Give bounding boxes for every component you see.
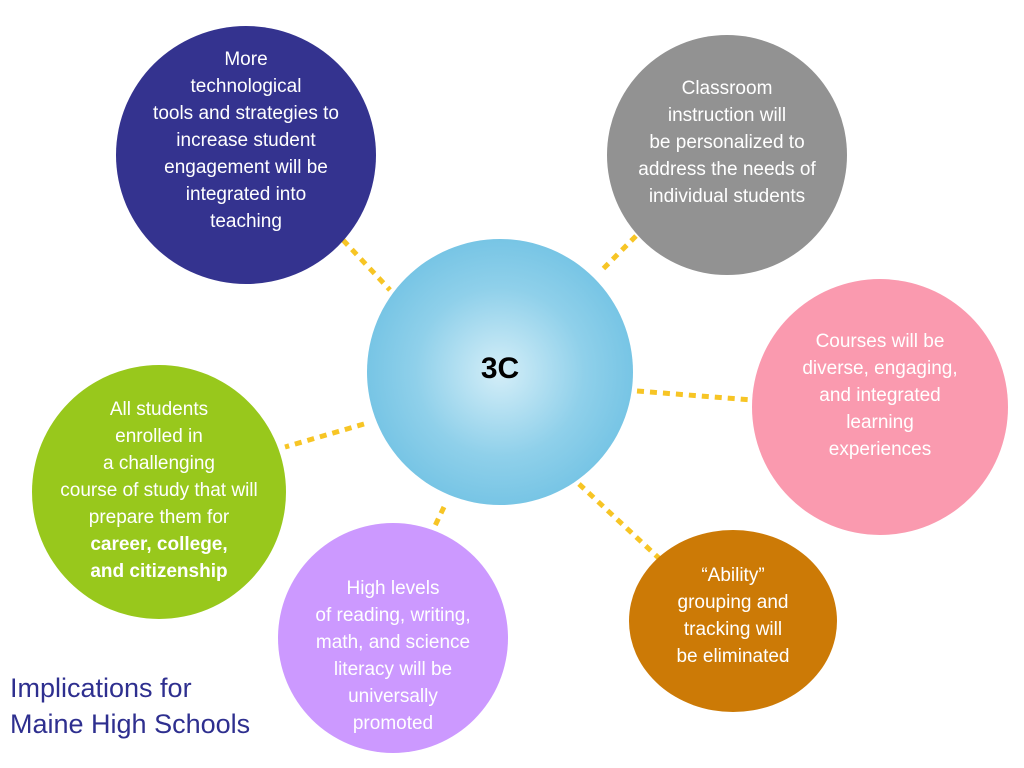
bubble-line: Courses will be	[815, 330, 945, 352]
bubble-personalized-instruction: Classroom instruction will be personaliz…	[607, 35, 847, 275]
bubble-line: prepare them for	[88, 506, 230, 528]
bubble-line: individual students	[648, 185, 806, 207]
bubble-literacy-text: High levels of reading, writing, math, a…	[315, 575, 470, 737]
bubble-line: Classroom	[681, 77, 773, 99]
bubble-diverse-courses-text: Courses will be diverse, engaging, and i…	[802, 328, 957, 463]
bubble-line: math, and science	[315, 632, 471, 653]
connector-orange	[577, 482, 664, 563]
bubble-line: a challenging	[103, 452, 215, 474]
caption-line-2: Maine High Schools	[10, 709, 251, 739]
bubble-line: instruction will	[667, 104, 787, 126]
connector-navy	[341, 238, 392, 292]
bubble-line-bold: and citizenship	[90, 560, 228, 582]
slide-caption: Implications for Maine High Schools	[10, 670, 250, 742]
bubble-technology-tools: More technological tools and strategies …	[116, 26, 376, 284]
bubble-line: diverse, engaging,	[802, 357, 958, 379]
caption-line-1: Implications for	[10, 673, 192, 703]
bubble-literacy: High levels of reading, writing, math, a…	[278, 523, 508, 753]
bubble-line: be personalized to	[649, 131, 805, 153]
bubble-line: integrated into	[185, 183, 307, 205]
center-label: 3C	[480, 352, 520, 385]
bubble-ability-grouping: “Ability” grouping and tracking will be …	[629, 530, 837, 712]
bubble-line: literacy will be	[333, 659, 453, 680]
bubble-challenging-course-text: All students enrolled in a challenging c…	[60, 396, 257, 585]
connector-gray	[598, 234, 638, 274]
bubble-challenging-course: All students enrolled in a challenging c…	[32, 365, 286, 619]
bubble-line: “Ability”	[701, 565, 765, 586]
bubble-line: tools and strategies to	[153, 102, 339, 124]
bubble-line: High levels	[346, 578, 440, 599]
bubble-ability-grouping-text: “Ability” grouping and tracking will be …	[676, 562, 789, 670]
bubble-line: address the needs of	[638, 158, 816, 180]
center-bubble-3c: 3C	[367, 239, 633, 505]
connector-purple	[429, 505, 447, 534]
bubble-line: experiences	[828, 438, 932, 460]
bubble-line: More	[224, 48, 268, 70]
bubble-line: technological	[190, 75, 302, 97]
bubble-line-bold: career, college,	[90, 533, 228, 555]
bubble-line: teaching	[210, 210, 282, 232]
bubble-line: promoted	[352, 713, 434, 734]
bubble-line: of reading, writing,	[315, 605, 471, 626]
bubble-personalized-instruction-text: Classroom instruction will be personaliz…	[638, 75, 815, 210]
bubble-diverse-courses: Courses will be diverse, engaging, and i…	[752, 279, 1008, 535]
connector-green	[284, 421, 365, 450]
bubble-line: be eliminated	[676, 646, 790, 667]
bubble-technology-tools-text: More technological tools and strategies …	[153, 46, 339, 235]
bubble-line: engagement will be	[164, 156, 328, 178]
bubble-line: universally	[348, 686, 438, 707]
connector-pink	[636, 388, 753, 403]
bubble-line: and integrated	[819, 384, 941, 406]
bubble-line: increase student	[176, 129, 316, 151]
bubble-line: learning	[846, 411, 914, 433]
bubble-line: tracking will	[683, 619, 783, 640]
bubble-line: enrolled in	[115, 425, 203, 447]
bubble-line: course of study that will	[60, 479, 258, 501]
bubble-line: All students	[109, 398, 209, 420]
bubble-line: grouping and	[677, 592, 789, 613]
